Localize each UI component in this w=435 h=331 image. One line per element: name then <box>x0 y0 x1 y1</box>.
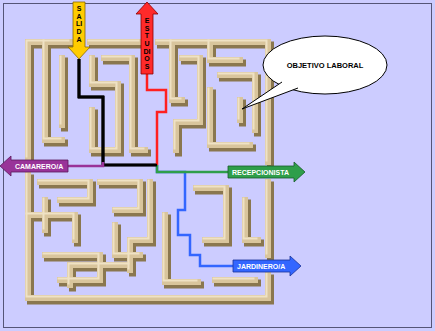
route-trunk <box>79 59 103 162</box>
arrow-shape <box>136 2 158 74</box>
goal-arrow: CAMARERO/A <box>0 156 68 176</box>
speech-bubble: OBJETIVO LABORAL <box>262 35 388 95</box>
maze-route <box>68 59 103 166</box>
route-branch <box>68 162 103 166</box>
start-arrow: SALIDA <box>68 2 90 59</box>
node-label: JARDINERO/A <box>237 263 285 270</box>
maze-route <box>79 59 228 172</box>
node-label: ESTUDIOS <box>144 17 151 71</box>
route-branch <box>147 74 166 165</box>
route-trunk <box>79 59 157 165</box>
arrow-shape <box>0 156 68 176</box>
node-label: OBJETIVO LABORAL <box>287 61 364 70</box>
bubble-tail-fill <box>242 82 298 109</box>
node-label: RECEPCIONISTA <box>232 169 289 176</box>
arrow-shape <box>68 2 90 59</box>
maze-route <box>79 59 166 165</box>
route-trunk <box>79 59 157 165</box>
route-branch <box>157 165 233 266</box>
route-trunk <box>79 59 157 165</box>
goal-arrow: RECEPCIONISTA <box>228 162 305 182</box>
arrow-shape <box>228 162 305 182</box>
node-label: CAMARERO/A <box>15 163 63 170</box>
bubble-tail <box>242 82 298 109</box>
arrow-shape <box>233 256 301 276</box>
goal-arrow: JARDINERO/A <box>233 256 301 276</box>
route-branch <box>157 165 228 172</box>
node-label: SALIDA <box>76 5 83 43</box>
goal-arrow: ESTUDIOS <box>136 2 158 74</box>
